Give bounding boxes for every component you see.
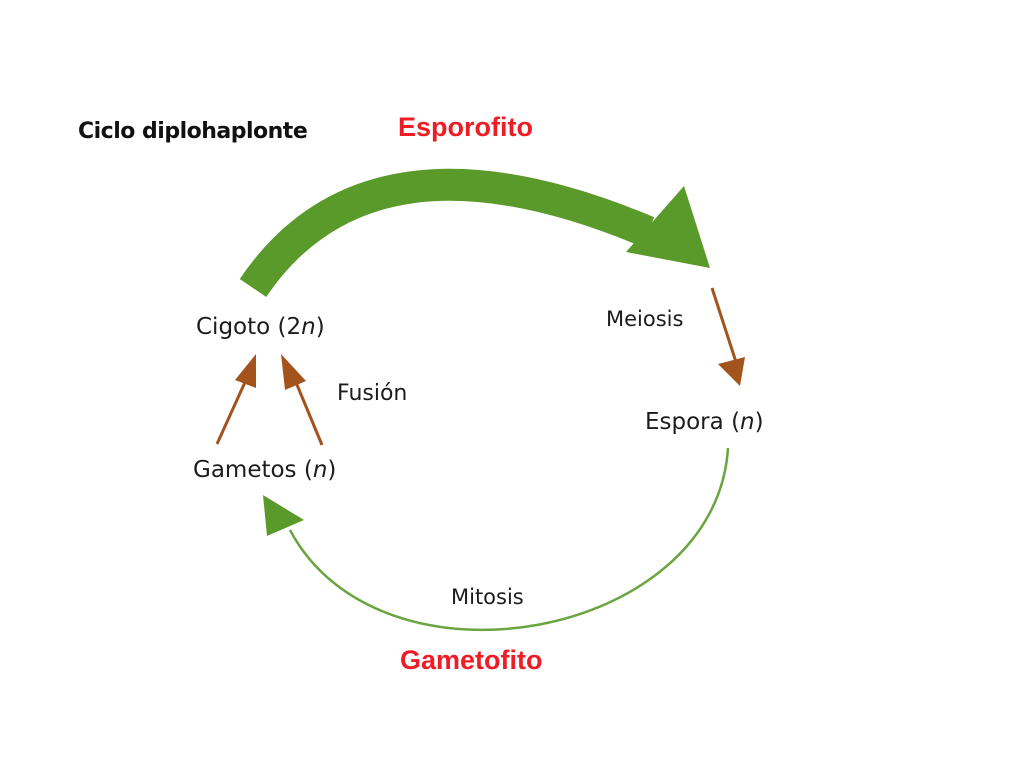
gametophyte-arc: [288, 447, 730, 632]
spore-node: Espora (n): [645, 411, 764, 434]
diagram-title: Ciclo diplohaplonte: [78, 119, 308, 144]
meiosis-label: Meiosis: [606, 307, 684, 331]
meiosis-arrowhead: [718, 357, 745, 386]
gametophyte-arrowhead: [263, 495, 304, 536]
fusion-label: Fusión: [337, 381, 408, 406]
zygote-ploidy-n: n: [301, 314, 316, 340]
fusion-arrow-right-head: [281, 354, 306, 390]
zygote-name: Cigoto: [196, 314, 271, 340]
gametophyte-label: Gametofito: [400, 645, 543, 675]
gametes-name: Gametos: [193, 457, 297, 483]
gametes-ploidy-n: n: [312, 457, 328, 483]
gametes-ploidy-open: (: [303, 457, 313, 483]
fusion-arrow-right: [293, 379, 324, 446]
gametes-ploidy-close: ): [327, 457, 337, 483]
sporophyte-arc: [239, 168, 655, 298]
zygote-ploidy-close: ): [315, 314, 325, 340]
sporophyte-label: Esporofito: [398, 112, 533, 142]
fusion-arrow-left: [215, 379, 248, 445]
zygote-ploidy-open: (2: [277, 314, 302, 340]
spore-ploidy-n: n: [740, 409, 755, 435]
spore-ploidy-open: (: [731, 409, 741, 435]
spore-name: Espora: [645, 409, 724, 435]
fusion-arrow-left-head: [235, 354, 256, 388]
mitosis-label: Mitosis: [451, 585, 524, 609]
spore-ploidy-close: ): [754, 409, 764, 435]
meiosis-arrow: [710, 287, 738, 363]
sporophyte-arrowhead: [626, 186, 710, 268]
zygote-node: Cigoto (2n): [196, 316, 325, 339]
gametes-node: Gametos (n): [193, 459, 336, 482]
